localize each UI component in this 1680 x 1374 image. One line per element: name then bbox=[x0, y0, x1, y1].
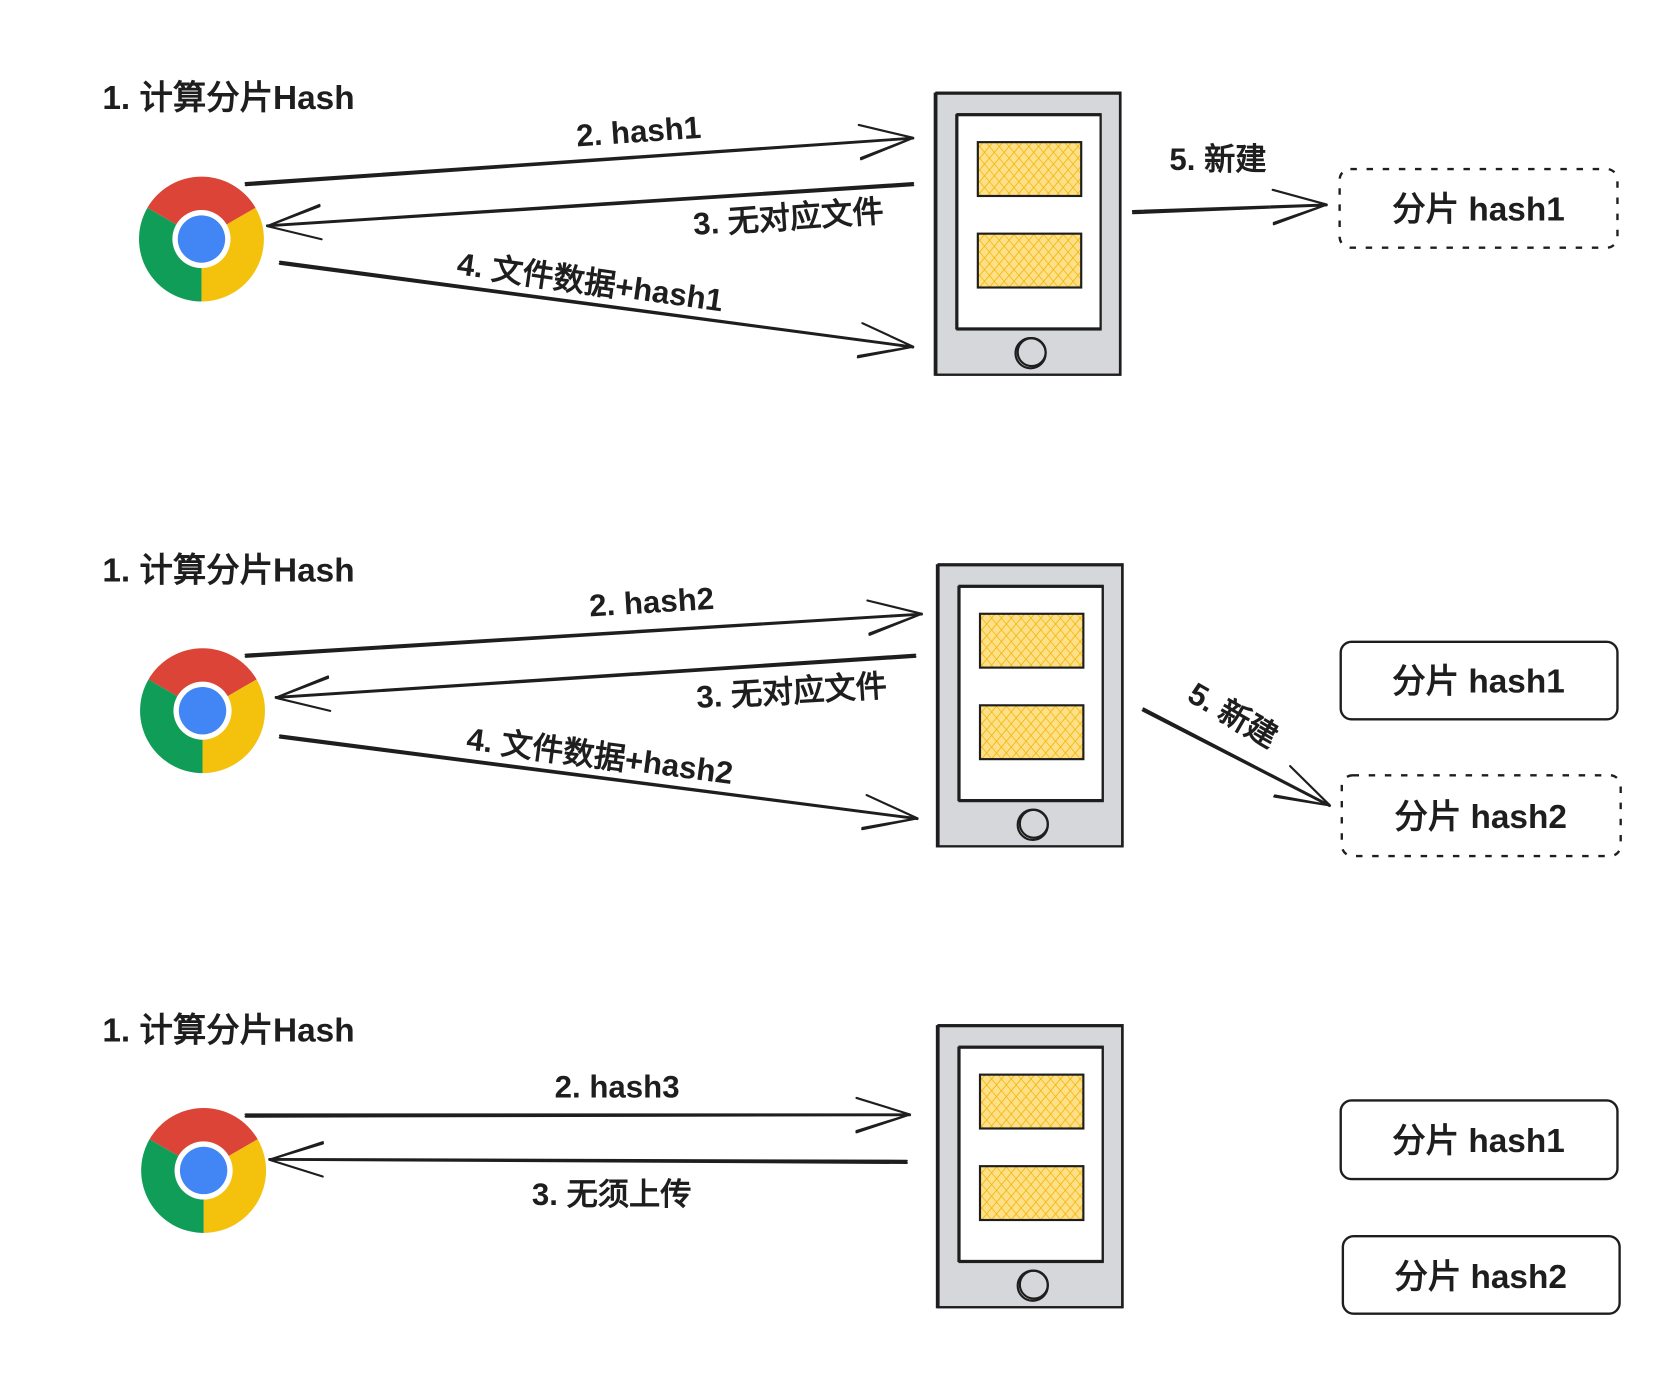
server-icon bbox=[935, 1024, 1124, 1309]
arrow-send-hash bbox=[244, 1096, 912, 1134]
arrow-send-hash bbox=[244, 123, 915, 187]
step3-label: 3. 无对应文件 bbox=[695, 668, 888, 715]
step1-label: 1. 计算分片Hash bbox=[102, 551, 354, 589]
section-2: 1. 计算分片Hash 2. hash2 3. 无对应文件 4. 文件数据+ha… bbox=[102, 551, 1622, 858]
step5-label: 5. 新建 bbox=[1169, 142, 1267, 177]
server-icon bbox=[935, 563, 1124, 848]
chunk-label: 分片 hash2 bbox=[1394, 1259, 1566, 1296]
step5-label: 5. 新建 bbox=[1182, 676, 1284, 755]
step4-label: 4. 文件数据+hash1 bbox=[455, 246, 725, 318]
step4-label: 4. 文件数据+hash2 bbox=[465, 721, 735, 791]
chunk-box bbox=[1341, 1234, 1621, 1315]
step1-label: 1. 计算分片Hash bbox=[102, 79, 354, 117]
chunk-box bbox=[1339, 640, 1619, 721]
chunk-label: 分片 hash1 bbox=[1392, 1123, 1564, 1160]
chunk-label: 分片 hash1 bbox=[1392, 663, 1564, 700]
step2-label: 2. hash1 bbox=[575, 110, 702, 154]
step1-label: 1. 计算分片Hash bbox=[102, 1011, 354, 1049]
chunk-box bbox=[1339, 1099, 1619, 1181]
chunk-label: 分片 hash1 bbox=[1392, 192, 1564, 229]
step2-label: 2. hash2 bbox=[588, 581, 715, 624]
chunk-label: 分片 hash2 bbox=[1394, 799, 1566, 836]
chrome-icon bbox=[141, 1108, 267, 1233]
chunk-box bbox=[1338, 167, 1619, 249]
arrow-server-response bbox=[274, 653, 917, 712]
step3-label: 3. 无须上传 bbox=[532, 1177, 692, 1212]
arrow-upload-data bbox=[278, 260, 915, 359]
arrow-create-chunk bbox=[1141, 707, 1332, 808]
section-3: 1. 计算分片Hash 2. hash3 3. 无须上传 分片 hash1 分片… bbox=[102, 1011, 1621, 1315]
chrome-icon bbox=[139, 176, 264, 302]
arrow-create-chunk bbox=[1131, 188, 1328, 226]
step2-label: 2. hash3 bbox=[555, 1069, 680, 1104]
arrow-upload-data bbox=[278, 734, 919, 831]
chunk-box bbox=[1340, 774, 1622, 858]
arrow-server-response bbox=[266, 181, 915, 241]
chrome-icon bbox=[140, 648, 265, 774]
step3-label: 3. 无对应文件 bbox=[692, 194, 885, 242]
arrow-server-response bbox=[268, 1141, 908, 1178]
section-1: 1. 计算分片Hash 2. hash1 3. 无对应文件 4. 文件数据+ha… bbox=[102, 79, 1619, 376]
server-icon bbox=[933, 91, 1122, 376]
arrow-send-hash bbox=[244, 599, 923, 658]
